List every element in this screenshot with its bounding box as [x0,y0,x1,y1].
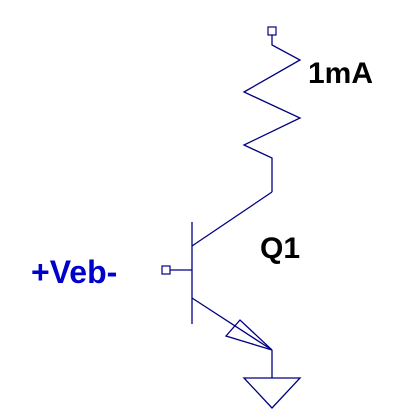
source-value-label: 1mA [308,57,373,90]
top-terminal-pin[interactable] [267,26,277,36]
emitter-lead [191,297,273,351]
base-input-pin[interactable] [161,265,171,275]
collector-lead [191,191,273,247]
veb-input-label: +Veb- [31,254,117,290]
ground-icon [242,377,302,409]
transistor-label: Q1 [260,232,300,265]
emitter-arrow-icon [224,319,273,351]
resistor-zigzag [242,35,302,192]
